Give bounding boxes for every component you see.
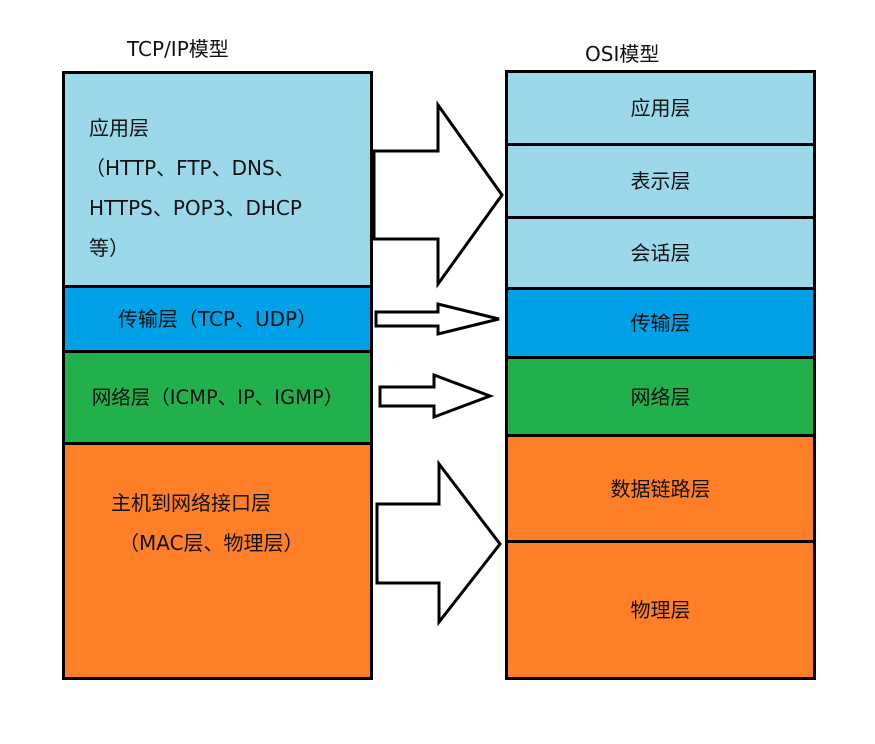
osi-application-layer: 应用层	[505, 70, 816, 146]
protocol-list: 等）	[89, 236, 129, 260]
protocol-list: （HTTP、FTP、DNS、	[85, 156, 295, 180]
layer-name: 应用层	[89, 116, 149, 140]
mapping-arrow-network	[378, 372, 495, 420]
layer-name: 主机到网络接口层	[111, 491, 271, 515]
layer-label: 物理层	[630, 598, 691, 622]
layer-label: 应用层	[630, 96, 691, 120]
mapping-arrow-application	[372, 100, 504, 289]
osi-data-link-layer: 数据链路层	[505, 434, 816, 543]
layer-label: 数据链路层	[610, 476, 711, 501]
mapping-arrow-host-to-network	[375, 459, 502, 627]
osi-presentation-layer: 表示层	[505, 143, 816, 219]
layer-label: 会话层	[630, 241, 691, 265]
tcpip-application-layer: 应用层 （HTTP、FTP、DNS、 HTTPS、POP3、DHCP 等）	[62, 71, 373, 288]
tcpip-model-title: TCP/IP模型	[127, 37, 229, 61]
layer-label: 网络层	[630, 384, 691, 409]
layer-label: 传输层	[630, 311, 691, 335]
osi-transport-layer: 传输层	[505, 287, 816, 359]
layer-label: 传输层（TCP、UDP）	[117, 307, 318, 331]
osi-session-layer: 会话层	[505, 216, 816, 290]
layer-label: 表示层	[630, 169, 691, 193]
tcpip-host-to-network-layer: 主机到网络接口层 （MAC层、物理层）	[62, 442, 373, 680]
osi-physical-layer: 物理层	[505, 540, 816, 680]
protocol-list: HTTPS、POP3、DHCP	[89, 196, 302, 220]
mapping-arrow-transport	[374, 302, 500, 336]
osi-model-title: OSI模型	[585, 42, 660, 66]
layer-label: 网络层（ICMP、IP、IGMP）	[91, 385, 344, 409]
layer-detail: （MAC层、物理层）	[119, 531, 304, 555]
